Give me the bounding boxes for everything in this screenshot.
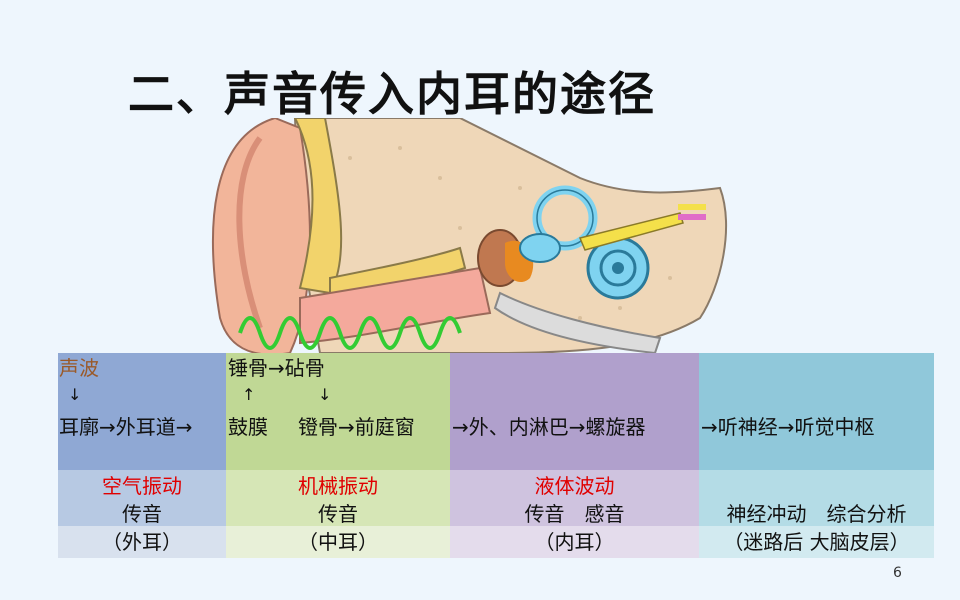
neural-region: （迷路后 大脑皮层）	[723, 530, 910, 554]
arrow-up-icon: ↑	[242, 385, 256, 404]
mechanical-vibration-label: 机械振动	[298, 474, 378, 498]
middle-ear-region-band	[226, 526, 450, 558]
neural-region-band	[699, 526, 934, 558]
middle-ear-column: 锤骨→砧骨 ↑ ↓ 鼓膜 镫骨→前庭窗 机械振动 传音 （中耳）	[226, 353, 450, 558]
eardrum-label: 鼓膜	[228, 415, 268, 439]
air-vibration-label: 空气振动	[102, 474, 182, 498]
arrow-down-icon: ↓	[318, 385, 332, 404]
stapes-path: 镫骨→前庭窗	[298, 415, 415, 439]
middle-ear-function: 传音	[318, 502, 358, 526]
outer-ear-column: 声波 ↓ 耳廓→外耳道→ 空气振动 传音 （外耳）	[58, 353, 226, 558]
neural-function-band	[699, 470, 934, 526]
neural-column: →听神经→听觉中枢 神经冲动 综合分析 （迷路后 大脑皮层）	[699, 353, 934, 558]
ear-anatomy-illustration	[212, 118, 728, 356]
ossicles-top-line: 锤骨→砧骨	[228, 356, 325, 380]
outer-ear-vibration-band	[58, 470, 226, 526]
fluid-wave-label: 液体波动	[534, 474, 615, 498]
sound-wave-label: 声波	[59, 356, 99, 380]
inner-ear-function: 传音 感音	[524, 502, 625, 526]
middle-ear-vibration-band	[226, 470, 450, 526]
inner-ear-vibration-band	[450, 470, 699, 526]
middle-ear-path-band	[226, 353, 450, 470]
inner-ear-region-band	[450, 526, 699, 558]
arrow-down-icon: ↓	[68, 385, 82, 404]
middle-ear-region: （中耳）	[298, 530, 378, 554]
neural-function: 神经冲动 综合分析	[726, 502, 907, 526]
sound-conduction-table: 声波 ↓ 耳廓→外耳道→ 空气振动 传音 （外耳） 锤骨→砧骨 ↑ ↓ 鼓膜 镫…	[58, 353, 934, 558]
outer-ear-path: 耳廓→外耳道→	[59, 415, 193, 439]
inner-ear-column: →外、内淋巴→螺旋器 液体波动 传音 感音 （内耳）	[450, 353, 699, 558]
inner-ear-path-band	[450, 353, 699, 470]
neural-path: →听神经→听觉中枢	[701, 415, 875, 439]
outer-ear-function: 传音	[122, 502, 162, 526]
inner-ear-region: （内耳）	[534, 530, 615, 554]
outer-ear-region: （外耳）	[102, 530, 182, 554]
page-number: 6	[893, 565, 902, 581]
page-title: 二、声音传入内耳的途径	[128, 67, 656, 121]
inner-ear-path: →外、内淋巴→螺旋器	[452, 415, 646, 439]
outer-ear-region-band	[58, 526, 226, 558]
outer-ear-path-band	[58, 353, 226, 470]
neural-path-band	[699, 353, 934, 470]
